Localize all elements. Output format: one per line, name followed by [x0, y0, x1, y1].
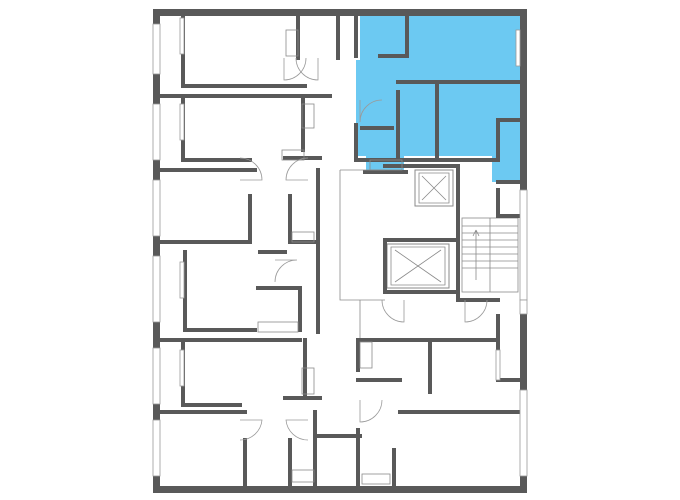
windows [152, 17, 528, 477]
east-apartments-walls [316, 14, 522, 488]
elevator-shaft-small [414, 169, 454, 207]
corridor [339, 169, 385, 338]
staircase [461, 217, 519, 293]
highlight-room-bedroom [400, 82, 492, 156]
west-apartments-walls [158, 14, 340, 488]
door-swings [239, 57, 488, 441]
highlight-room-hall [356, 60, 400, 156]
fixtures [257, 29, 403, 485]
building-core [383, 164, 522, 302]
